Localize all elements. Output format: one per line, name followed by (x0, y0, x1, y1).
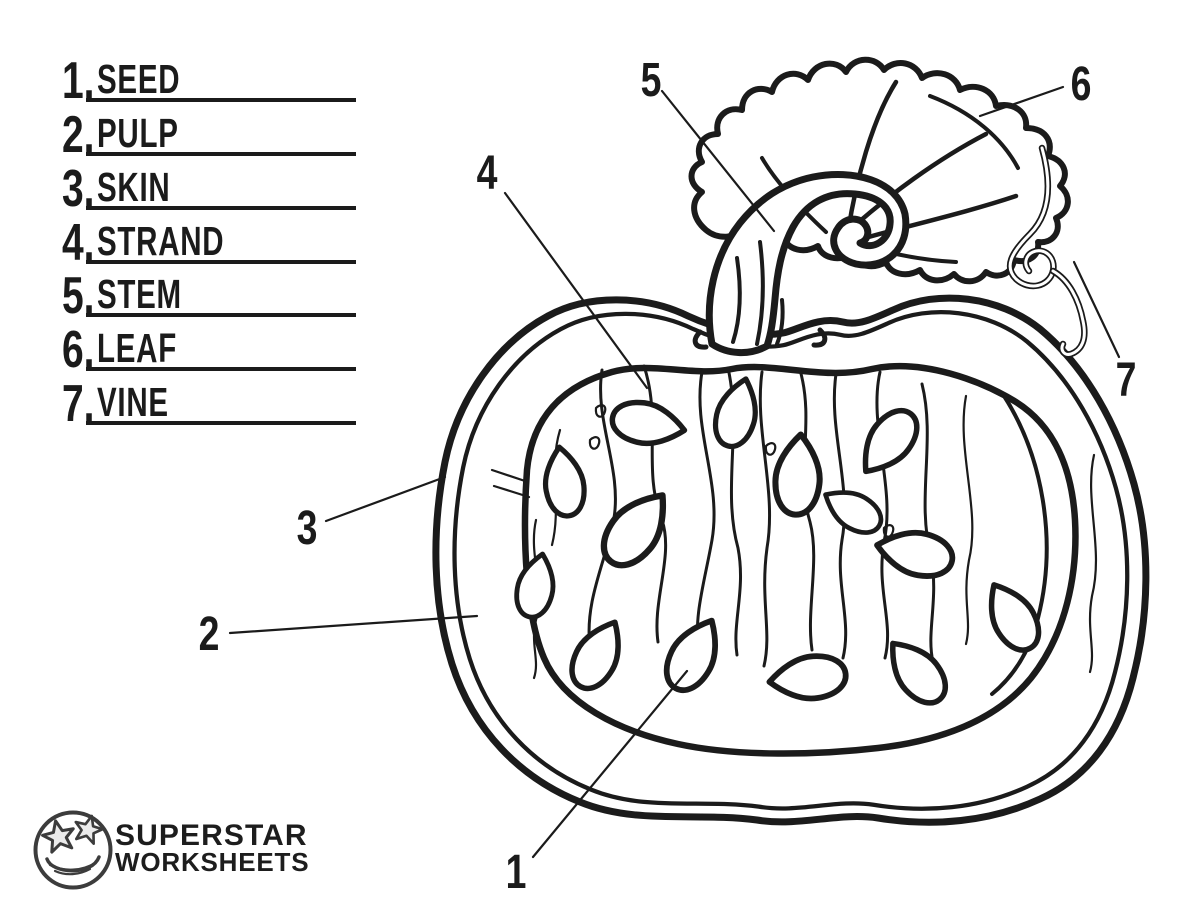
answer-label: STRAND (97, 218, 224, 264)
rim-band (492, 484, 531, 499)
leaf-vein (849, 131, 989, 231)
stem-ridge (775, 298, 785, 346)
star-icon (41, 819, 75, 854)
callout-number-2: 2 (199, 608, 220, 662)
stem-base-flare (692, 329, 709, 350)
pumpkin-illustration: 1 2 3 4 5 6 7 (199, 54, 1146, 900)
answer-blank-line (86, 313, 356, 317)
strand-hook (764, 442, 777, 456)
strand-hook (588, 436, 601, 450)
strand-line (758, 370, 772, 668)
vine-tail-inner (1051, 269, 1086, 356)
logo-face-circle (33, 810, 113, 890)
leaf-vein (928, 94, 1020, 170)
answer-label: PULP (97, 110, 179, 156)
callout-number-6: 6 (1071, 58, 1092, 112)
answer-blank-line (86, 98, 356, 102)
brand-name-line1: SUPERSTAR (115, 819, 308, 852)
answer-row: 3. SKIN (62, 158, 356, 217)
answer-row: 5. STEM (62, 265, 356, 324)
leaf-vein (855, 193, 1019, 243)
answer-blank-line (86, 367, 356, 371)
brand-name-line2: WORKSHEETS (115, 847, 309, 877)
strand-hook (882, 524, 895, 538)
callout-line-1 (531, 669, 689, 859)
callout-line-4 (503, 191, 649, 390)
pumpkin-stem (692, 171, 910, 356)
smile-line (53, 867, 92, 876)
strand-line (990, 394, 1049, 696)
answer-label: SEED (97, 56, 180, 102)
answer-blank-line (86, 260, 356, 264)
callout-number-7: 7 (1116, 354, 1137, 408)
strand-line (1088, 453, 1098, 674)
pumpkin-vine (1006, 144, 1088, 358)
answer-row: 2. PULP (62, 104, 356, 163)
answer-label: STEM (97, 271, 182, 317)
rim-band (490, 468, 530, 484)
callout-line-5 (660, 89, 776, 233)
vine-curl-inner (1008, 146, 1055, 288)
callout-number-3: 3 (297, 502, 318, 556)
callout-line-7 (1072, 260, 1121, 359)
pumpkin-cavity (521, 362, 1079, 757)
callout-lines (228, 85, 1121, 859)
callout-number-1: 1 (506, 846, 527, 900)
strand-line (798, 368, 816, 652)
callout-line-3 (324, 475, 447, 523)
answer-blank-line (86, 206, 356, 210)
callout-line-2 (228, 614, 479, 635)
callout-numbers: 1 2 3 4 5 6 7 (199, 54, 1137, 900)
answer-row: 1. SEED (62, 50, 356, 109)
stem-ridge (755, 240, 765, 346)
answer-row: 6. LEAF (62, 319, 356, 378)
brand-logo: SUPERSTAR WORKSHEETS (33, 810, 309, 890)
answer-row: 4. STRAND (62, 212, 356, 271)
callout-line-6 (978, 85, 1065, 118)
callout-number-5: 5 (641, 54, 662, 108)
answer-list: 1. SEED 2. PULP 3. SKIN 4. STRAND 5. STE… (62, 50, 356, 432)
strand-hook (594, 404, 607, 418)
answer-label: VINE (97, 379, 169, 425)
stem-base-flare (811, 327, 828, 348)
answer-blank-line (86, 152, 356, 156)
strand-line (832, 372, 848, 660)
star-icon (74, 814, 104, 845)
answer-row: 7. VINE (62, 373, 356, 432)
stem-ridge (731, 256, 742, 344)
answer-label: LEAF (97, 325, 177, 371)
strand-line (695, 370, 716, 652)
callout-number-4: 4 (477, 147, 498, 201)
answer-blank-line (86, 421, 356, 425)
strand-line (962, 394, 974, 646)
leaf-vein (845, 79, 899, 235)
stem-outline (705, 171, 910, 356)
smile-line (48, 861, 97, 871)
answer-label: SKIN (97, 164, 170, 210)
